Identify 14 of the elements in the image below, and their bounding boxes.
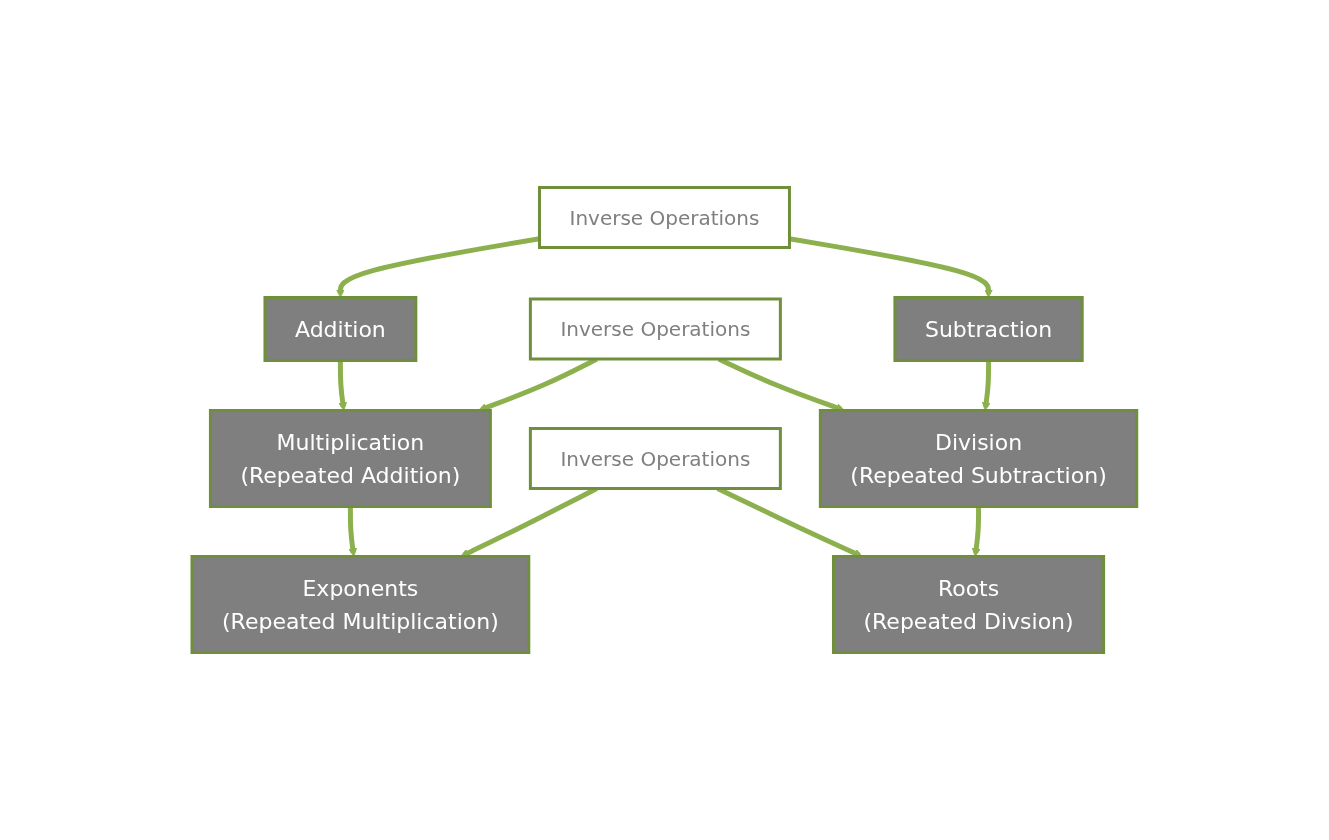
arrow	[338, 360, 348, 411]
node-box: Division (Repeated Subtraction)	[819, 409, 1139, 508]
node-box: Inverse Operations	[538, 186, 792, 249]
node-box: Multiplication (Repeated Addition)	[209, 409, 492, 508]
node-box: Subtraction	[893, 296, 1084, 362]
arrow	[789, 236, 994, 298]
node-box: Roots (Repeated Divsion)	[832, 555, 1106, 654]
node-box: Inverse Operations	[529, 427, 782, 490]
node-box: Exponents (Repeated Multiplication)	[190, 555, 531, 654]
node-box: Inverse Operations	[529, 297, 782, 361]
arrow	[971, 506, 982, 557]
arrow	[981, 360, 992, 411]
arrow	[348, 506, 358, 557]
node-box: Addition	[263, 296, 418, 362]
